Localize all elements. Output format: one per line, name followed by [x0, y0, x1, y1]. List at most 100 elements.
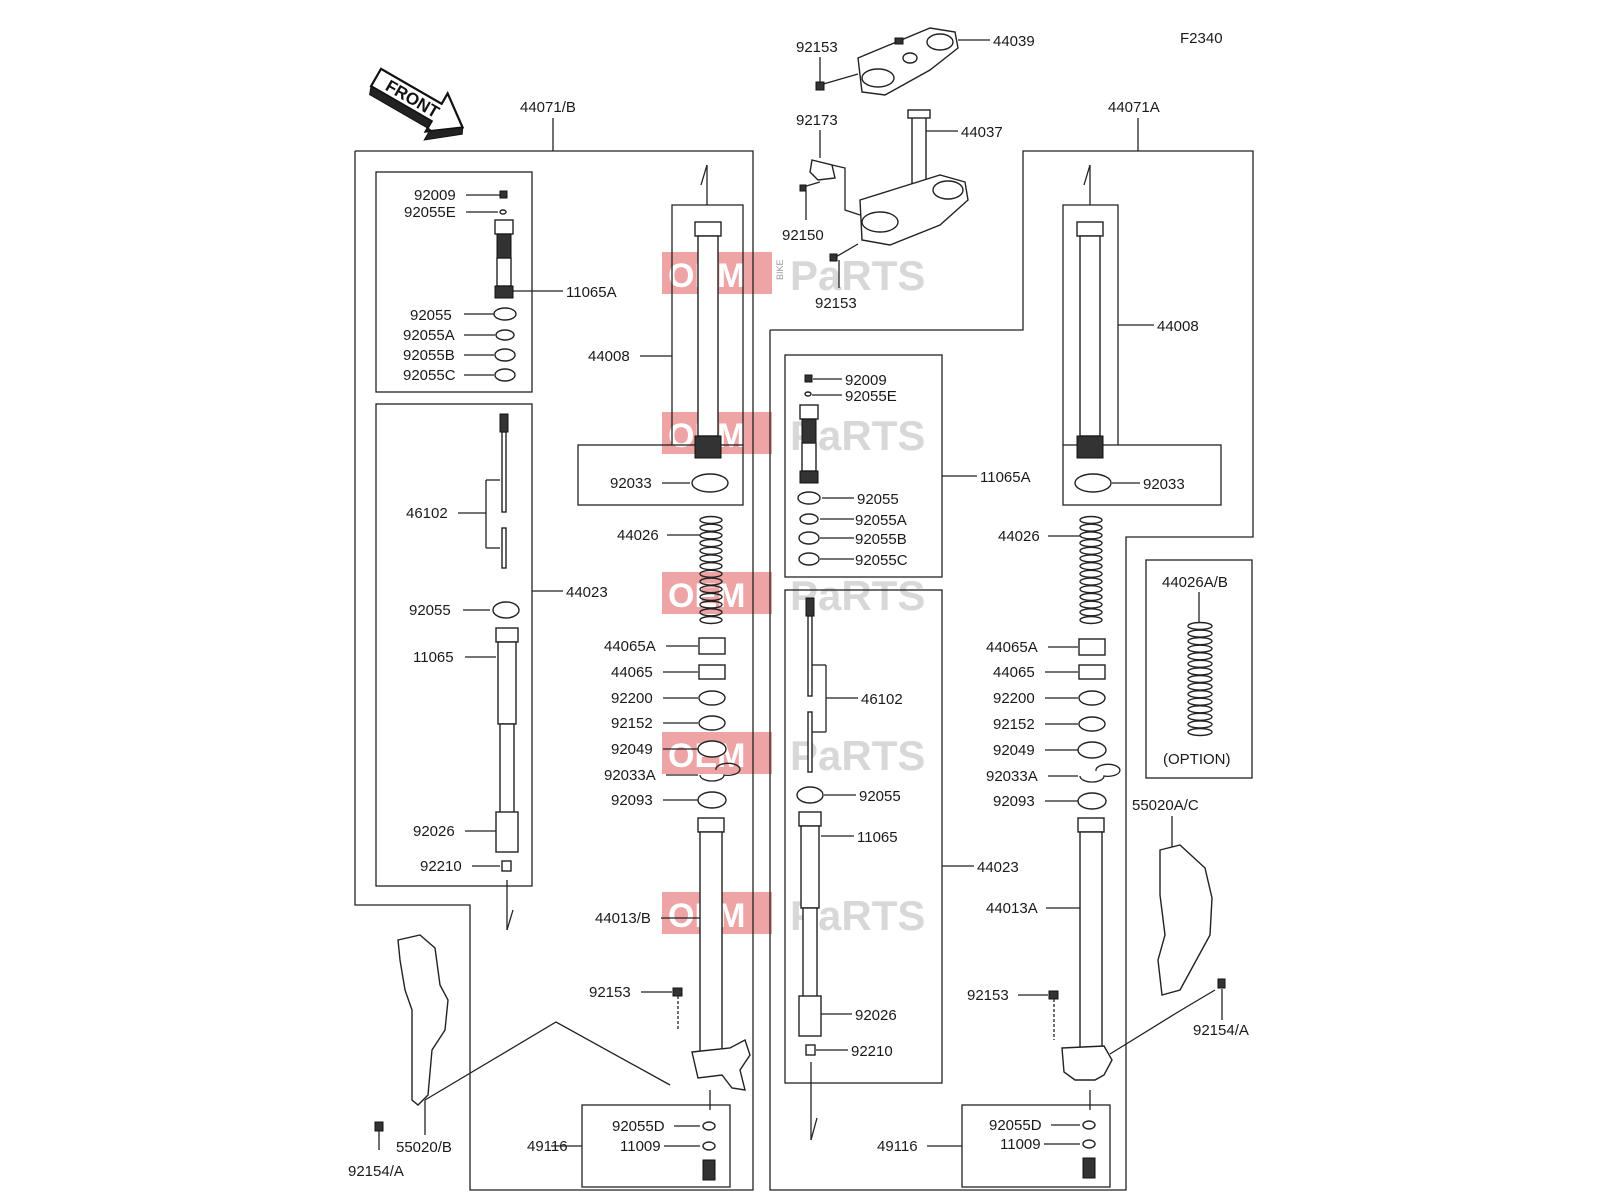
label-left-44065: 44065	[611, 664, 653, 681]
spring-coil	[1079, 546, 1103, 555]
spring-coil	[1187, 652, 1213, 661]
spring-coil	[1187, 644, 1213, 653]
left-outer-tube-44013b	[691, 817, 751, 1091]
left-box-11065a	[375, 171, 533, 393]
label-92173: 92173	[796, 112, 838, 129]
spring-coil	[1187, 712, 1213, 722]
label-right-44026: 44026	[998, 528, 1040, 545]
label-left-92055c: 92055C	[403, 367, 456, 384]
label-right-92200: 92200	[993, 690, 1035, 707]
label-right-44065: 44065	[993, 664, 1035, 681]
spring-coil	[1079, 615, 1103, 625]
option-spring	[1187, 621, 1213, 737]
option-label: (OPTION)	[1163, 751, 1231, 768]
right-rod-46102	[805, 597, 815, 773]
label-left-44013b: 44013/B	[595, 910, 651, 927]
spring-coil	[1079, 608, 1103, 617]
right-box-44023	[784, 589, 943, 1084]
spring-coil	[1187, 697, 1213, 706]
right-upper-tube-44008	[1076, 221, 1104, 459]
option-box-44026ab	[1145, 559, 1253, 779]
right-cartridge-11065	[798, 811, 822, 1037]
spring-coil	[1187, 689, 1213, 699]
spring-coil	[1079, 531, 1103, 540]
label-left-92200: 92200	[611, 690, 653, 707]
label-right-44065a: 44065A	[986, 639, 1038, 656]
spring-coil	[1187, 674, 1213, 684]
label-left-92152: 92152	[611, 715, 653, 732]
spring-coil	[1187, 727, 1213, 737]
label-left-92210: 92210	[420, 858, 462, 875]
label-right-92055a: 92055A	[855, 512, 907, 529]
right-outer-tube-44013a	[1061, 817, 1113, 1081]
spring-coil	[1187, 659, 1213, 669]
label-right-44023: 44023	[977, 859, 1019, 876]
spring-coil	[1079, 538, 1103, 548]
label-92150: 92150	[782, 227, 824, 244]
label-left-92055: 92055	[410, 307, 452, 324]
label-right-92055-box: 92055	[859, 788, 901, 805]
spring-coil	[1079, 523, 1103, 532]
label-left-44026: 44026	[617, 527, 659, 544]
right-fork-guard-55020ac	[1157, 844, 1213, 996]
label-right-92055b: 92055B	[855, 531, 907, 548]
label-left-92055a: 92055A	[403, 327, 455, 344]
label-right-92009: 92009	[845, 372, 887, 389]
label-left-11065: 11065	[413, 649, 454, 666]
label-right-92026: 92026	[855, 1007, 897, 1024]
label-right-92152: 92152	[993, 716, 1035, 733]
right-box-11065a	[784, 354, 943, 578]
spring-coil	[1079, 515, 1103, 525]
spring-coil	[699, 515, 723, 525]
label-left-44023: 44023	[566, 584, 608, 601]
spring-coil	[1187, 667, 1213, 676]
label-left-92033a: 92033A	[604, 767, 656, 784]
watermark-parts: PaRTS	[790, 252, 925, 299]
label-right-11065a: 11065A	[980, 469, 1031, 486]
label-left-92009: 92009	[414, 187, 456, 204]
spring-coil	[1079, 577, 1103, 586]
spring-coil	[1079, 592, 1103, 602]
label-right-44026ab: 44026A/B	[1162, 574, 1228, 591]
left-box-44023	[375, 403, 533, 887]
label-left-92055d: 92055D	[612, 1118, 665, 1135]
label-left-44065a: 44065A	[604, 638, 656, 655]
label-right-92210: 92210	[851, 1043, 893, 1060]
label-right-92154a: 92154/A	[1193, 1022, 1249, 1039]
left-cartridge-11065	[495, 627, 519, 853]
left-rod-46102	[499, 413, 509, 569]
label-44071a: 44071A	[1108, 99, 1160, 116]
left-assembly-outline	[354, 150, 754, 1191]
spring-coil	[699, 546, 723, 555]
left-box-44008-lower	[577, 444, 744, 506]
right-valve-11065a	[799, 404, 819, 484]
label-left-92049: 92049	[611, 741, 653, 758]
spring-coil	[1079, 600, 1103, 609]
spring-coil	[1187, 636, 1213, 646]
label-left-92055e: 92055E	[404, 204, 456, 221]
label-right-92049: 92049	[993, 742, 1035, 759]
spring-coil	[1079, 585, 1103, 594]
spring-coil	[1187, 720, 1213, 729]
left-valve-11065a	[494, 219, 514, 299]
spring-coil	[1187, 705, 1213, 714]
label-right-92055d: 92055D	[989, 1117, 1042, 1134]
label-right-92033a: 92033A	[986, 768, 1038, 785]
spring-coil	[699, 538, 723, 548]
label-right-49116: 49116	[877, 1138, 918, 1155]
spring-coil	[1079, 554, 1103, 563]
label-44039: 44039	[993, 33, 1035, 50]
label-right-44008: 44008	[1157, 318, 1199, 335]
front-arrow: FRONT	[369, 67, 465, 141]
lower-triple-clamp	[859, 109, 969, 246]
spring-coil	[699, 531, 723, 540]
label-right-92093: 92093	[993, 793, 1035, 810]
watermark-bike: BIKE	[775, 259, 785, 280]
label-right-92055c: 92055C	[855, 552, 908, 569]
spring-coil	[699, 615, 723, 625]
label-right-92153: 92153	[967, 987, 1009, 1004]
right-box-44008-lower	[1062, 444, 1222, 506]
label-left-92055-box: 92055	[409, 602, 451, 619]
left-spring-44026	[699, 515, 723, 625]
